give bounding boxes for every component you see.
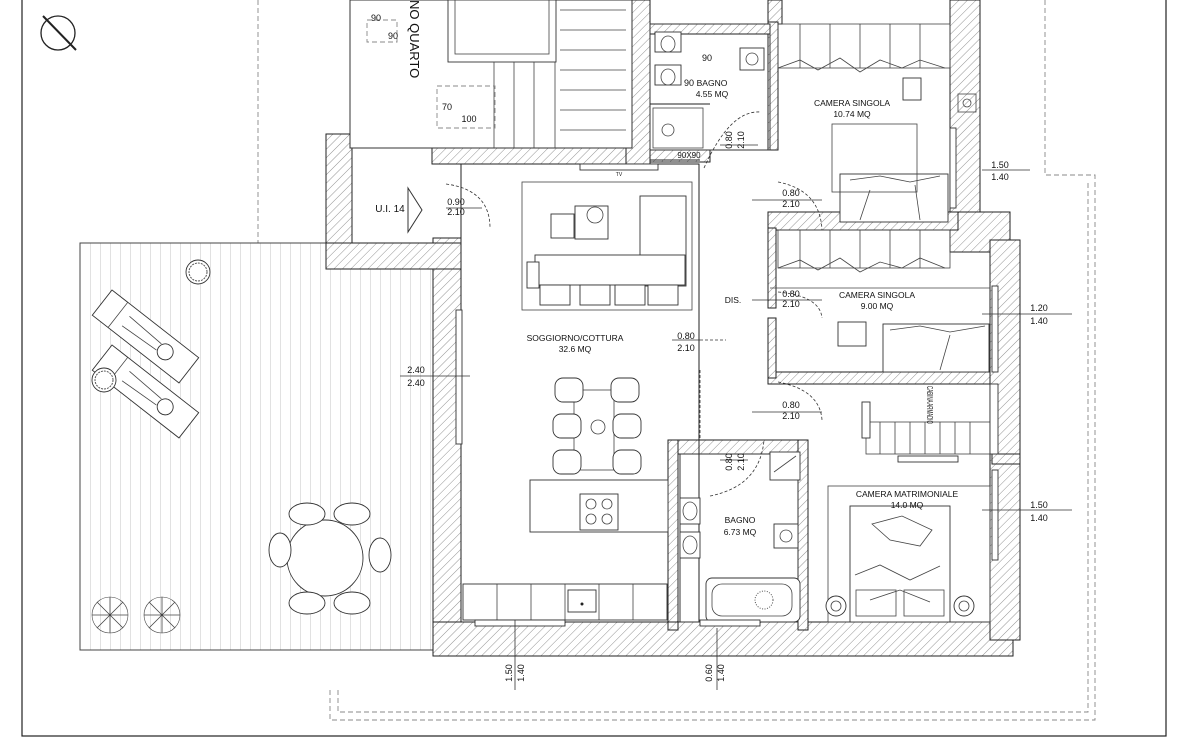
round-table bbox=[268, 502, 392, 615]
room-area: 32.6 MQ bbox=[559, 344, 592, 354]
svg-text:90: 90 bbox=[702, 53, 712, 63]
windows bbox=[455, 127, 999, 627]
svg-text:0.80: 0.80 bbox=[782, 289, 800, 299]
room-area: 14.0 MQ bbox=[891, 500, 924, 510]
north-arrow-icon bbox=[40, 15, 77, 51]
room-name: SOGGIORNO/COTTURA bbox=[527, 333, 624, 343]
svg-text:0.80: 0.80 bbox=[782, 188, 800, 198]
svg-text:0.80: 0.80 bbox=[724, 131, 734, 149]
svg-text:1.40: 1.40 bbox=[1030, 316, 1048, 326]
walk-in-closet bbox=[861, 383, 999, 455]
kitchen-counter bbox=[462, 583, 668, 621]
opening-dims: 0.90 2.10 0.80 2.10 0.80 2.10 0.80 2.10 … bbox=[407, 131, 1048, 682]
svg-text:2.40: 2.40 bbox=[407, 378, 425, 388]
room-name: BAGNO bbox=[725, 515, 756, 525]
svg-text:2.10: 2.10 bbox=[677, 343, 695, 353]
room-name: CABINA ARMADIO bbox=[925, 386, 935, 424]
stair-label: NO QUARTO bbox=[407, 0, 422, 78]
svg-text:100: 100 bbox=[461, 114, 476, 124]
dining-table bbox=[552, 377, 642, 475]
sun-lounger bbox=[91, 289, 200, 439]
walls bbox=[325, 0, 1021, 657]
svg-text:0.90: 0.90 bbox=[447, 197, 465, 207]
svg-text:2.10: 2.10 bbox=[782, 299, 800, 309]
bedroom-2-furniture bbox=[770, 229, 990, 373]
room-area: 9.00 MQ bbox=[861, 301, 894, 311]
svg-text:2.10: 2.10 bbox=[782, 411, 800, 421]
svg-text:2.10: 2.10 bbox=[447, 207, 465, 217]
svg-text:2.10: 2.10 bbox=[736, 453, 746, 471]
dimension-lines bbox=[400, 144, 1072, 690]
bedroom-1-furniture bbox=[777, 23, 977, 223]
svg-text:90: 90 bbox=[684, 78, 694, 88]
svg-text:1.40: 1.40 bbox=[716, 664, 726, 682]
svg-text:0.80: 0.80 bbox=[782, 400, 800, 410]
sofa bbox=[521, 181, 693, 311]
property-boundary bbox=[257, 0, 1096, 721]
svg-text:1.40: 1.40 bbox=[516, 664, 526, 682]
unit-label: U.I. 14 bbox=[375, 204, 405, 215]
svg-text:1.50: 1.50 bbox=[991, 160, 1009, 170]
room-area: 4.55 MQ bbox=[696, 89, 729, 99]
shower-label: 90X90 bbox=[677, 151, 701, 160]
tv bbox=[579, 163, 659, 171]
room-name: CAMERA SINGOLA bbox=[814, 98, 890, 108]
svg-text:70: 70 bbox=[442, 102, 452, 112]
svg-text:2.10: 2.10 bbox=[736, 131, 746, 149]
svg-text:90: 90 bbox=[371, 13, 381, 23]
room-labels: SOGGIORNO/COTTURA 32.6 MQ BAGNO 4.55 MQ … bbox=[527, 78, 959, 537]
stair bbox=[349, 0, 633, 149]
room-name: BAGNO bbox=[697, 78, 728, 88]
room-area: 6.73 MQ bbox=[724, 527, 757, 537]
svg-text:1.40: 1.40 bbox=[1030, 513, 1048, 523]
svg-text:1.50: 1.50 bbox=[504, 664, 514, 682]
svg-text:2.40: 2.40 bbox=[407, 365, 425, 375]
room-name: CAMERA SINGOLA bbox=[839, 290, 915, 300]
kitchen-island bbox=[529, 479, 669, 533]
doors bbox=[445, 111, 823, 497]
planter-icon bbox=[91, 259, 211, 393]
svg-text:2.10: 2.10 bbox=[782, 199, 800, 209]
bath-top bbox=[649, 23, 771, 151]
svg-text:1.50: 1.50 bbox=[1030, 500, 1048, 510]
svg-text:1.20: 1.20 bbox=[1030, 303, 1048, 313]
plant-icon bbox=[91, 596, 181, 634]
drawing-frame bbox=[21, 0, 1167, 737]
small-dims: 90 90 90 90 70 100 bbox=[371, 13, 712, 124]
svg-text:0.80: 0.80 bbox=[724, 453, 734, 471]
tv-label: TV bbox=[616, 172, 623, 178]
svg-text:0.60: 0.60 bbox=[704, 664, 714, 682]
room-name: DIS. bbox=[725, 295, 742, 305]
svg-text:1.40: 1.40 bbox=[991, 172, 1009, 182]
svg-text:90: 90 bbox=[388, 31, 398, 41]
room-area: 10.74 MQ bbox=[833, 109, 871, 119]
entry-arrow-icon bbox=[407, 186, 423, 234]
master-bedroom-furniture bbox=[825, 455, 991, 623]
room-name: CAMERA MATRIMONIALE bbox=[856, 489, 959, 499]
terrace-deck bbox=[79, 242, 436, 651]
svg-text:0.80: 0.80 bbox=[677, 331, 695, 341]
bath-bottom bbox=[679, 451, 801, 623]
